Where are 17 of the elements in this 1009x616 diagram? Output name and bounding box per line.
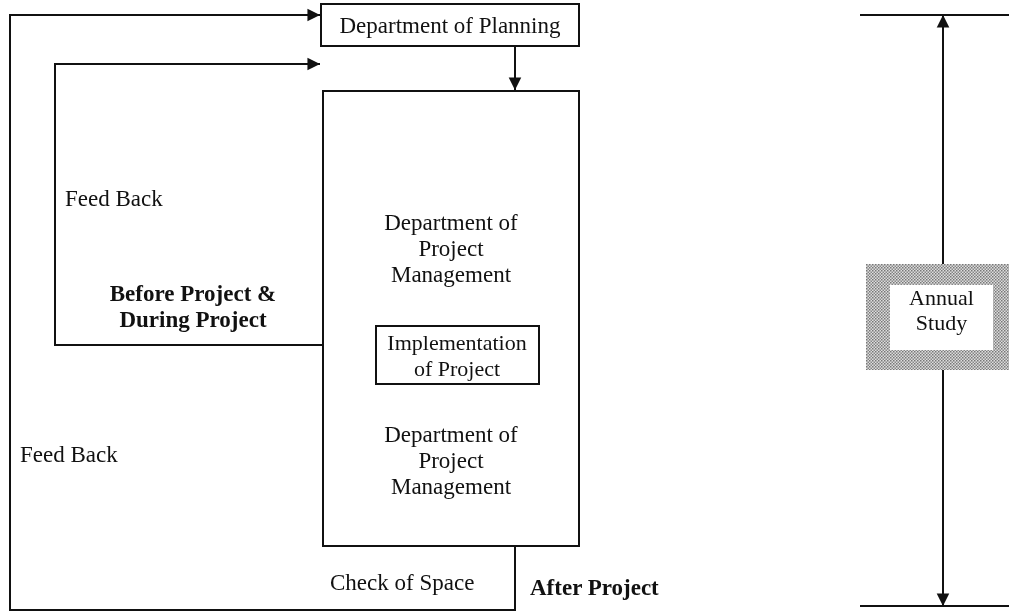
annotation-label: Feed Back: [65, 186, 163, 212]
arrow: [508, 46, 522, 91]
node-text: Annual Study: [908, 285, 975, 335]
arrow: [54, 57, 323, 346]
node-text: Department of Planning: [338, 13, 562, 39]
annotation-label: Check of Space: [330, 570, 475, 596]
node-text: Department of Project Management: [383, 422, 519, 500]
node-text: Implementation of Project: [386, 329, 528, 382]
process-box: [374, 324, 540, 385]
shaded-box: [866, 264, 1009, 370]
phase-label: Before Project & During Project: [108, 281, 278, 333]
process-box: [320, 3, 580, 47]
phase-label: After Project: [530, 575, 659, 601]
process-box: [322, 90, 580, 547]
node-text: Department of Project Management: [383, 210, 519, 288]
arrow: [9, 8, 516, 611]
annotation-label: Feed Back: [20, 442, 118, 468]
